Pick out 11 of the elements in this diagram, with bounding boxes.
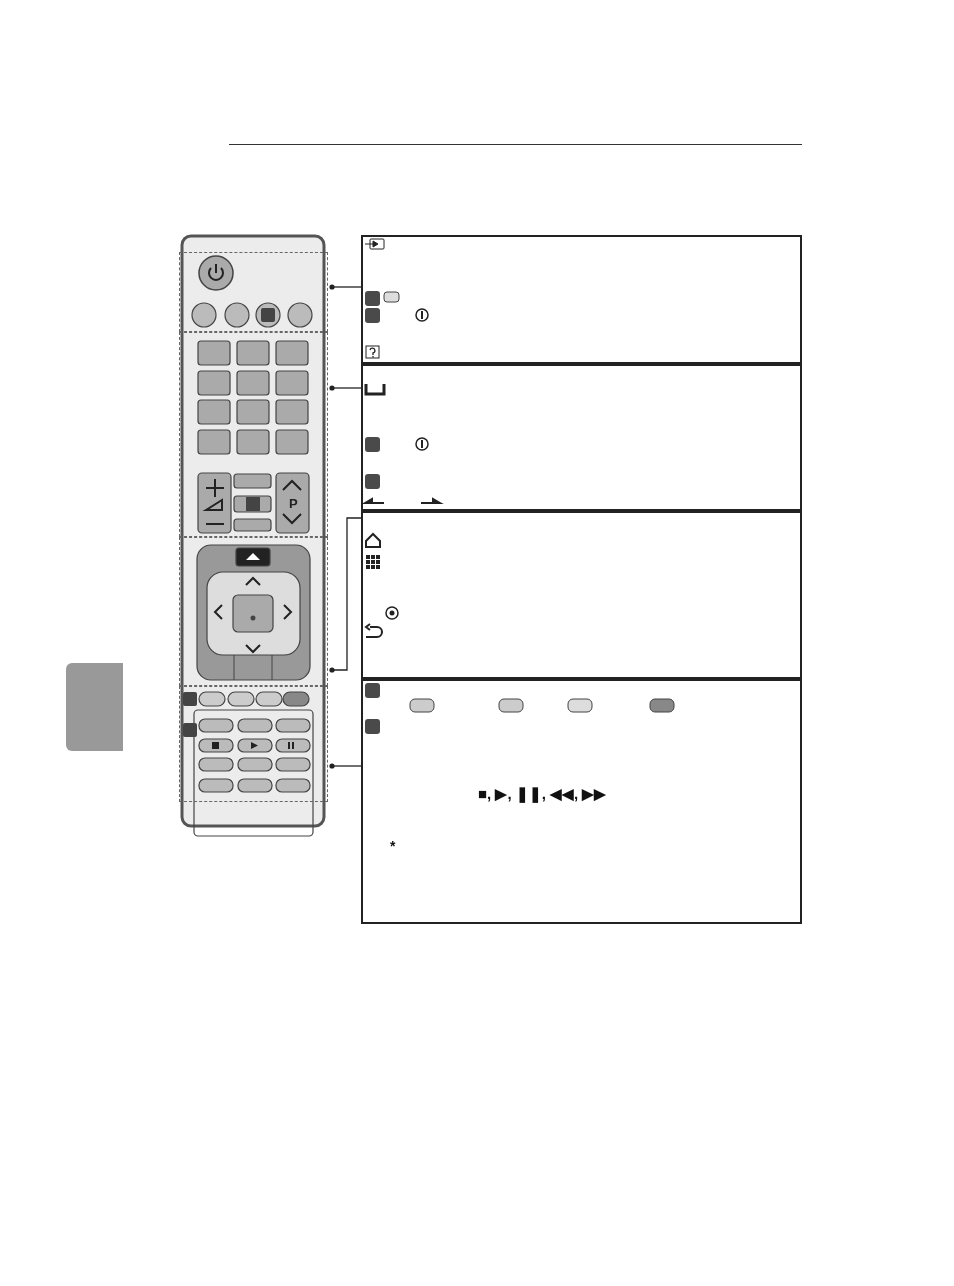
footnote-mark: *	[390, 838, 396, 854]
description-panel	[361, 679, 802, 924]
section-tab	[66, 663, 123, 751]
description-panel	[361, 364, 802, 511]
leader-line	[329, 385, 362, 391]
leader-line	[329, 517, 362, 673]
media-symbols: ■, ▶, ❚❚, ◀◀, ▶▶	[478, 785, 607, 803]
leader-line	[329, 284, 362, 290]
leader-line	[329, 763, 362, 769]
description-panel	[361, 235, 802, 364]
description-panel	[361, 511, 802, 679]
